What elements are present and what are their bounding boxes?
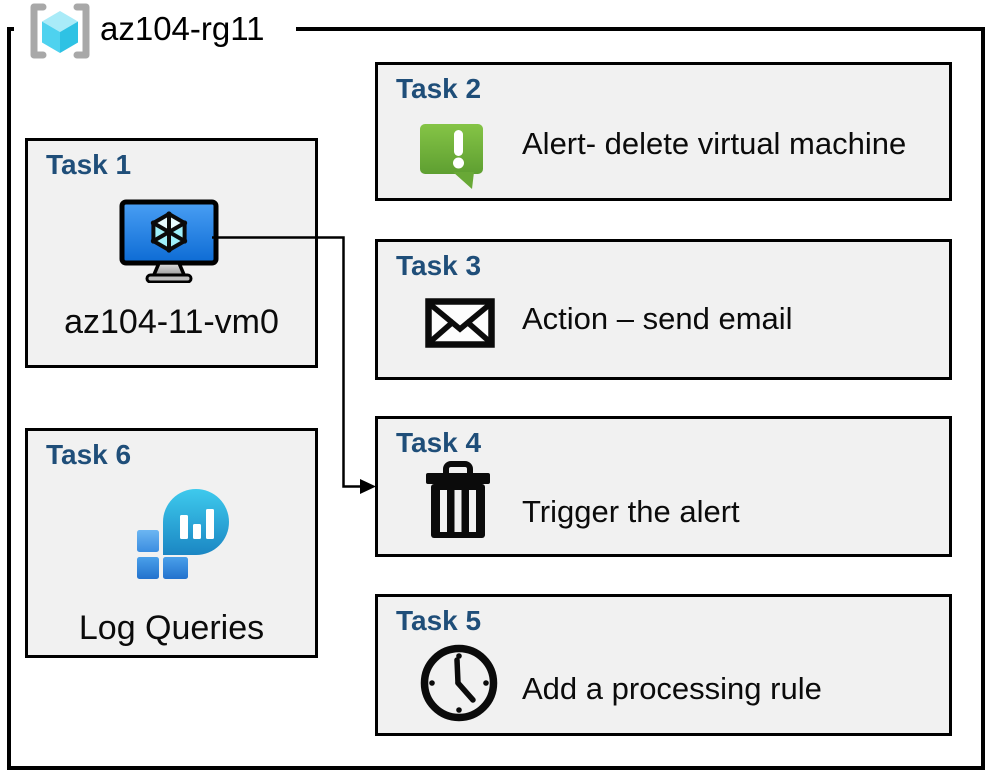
task-2-title: Task 2 [396,73,482,104]
task-4-title: Task 4 [396,427,482,458]
task-1-label: az104-11-vm0 [64,303,279,341]
task-6-title: Task 6 [46,439,132,470]
resource-group-box [7,27,985,770]
task-4-box: Task 4 Trigger the alert [375,416,952,557]
task-3-label: Action – send email [522,301,793,336]
virtual-machine-icon [119,199,219,283]
task-4-label: Trigger the alert [522,494,740,529]
task-5-label: Add a processing rule [522,671,822,706]
resource-group-icon [30,3,90,59]
clock-icon [420,644,498,722]
task-2-label: Alert- delete virtual machine [522,126,907,161]
task-1-title: Task 1 [46,149,132,180]
resource-group-title: az104-rg11 [100,10,265,47]
task-3-box: Task 3 Action – send email [375,239,952,380]
task-2-box: Task 2 Alert- delete virtual machine [375,62,952,201]
task-6-box: Task 6 Log Queri [25,428,318,658]
task-6-label: Log Queries [78,609,265,647]
log-queries-icon [137,489,229,579]
trash-icon [426,461,490,538]
task-5-box: Task 5 Add a processing rule [375,594,952,736]
email-icon [425,298,495,348]
alert-icon [420,124,483,189]
task-3-title: Task 3 [396,250,482,281]
task-5-title: Task 5 [396,605,482,636]
task-1-box: Task 1 [25,138,318,368]
